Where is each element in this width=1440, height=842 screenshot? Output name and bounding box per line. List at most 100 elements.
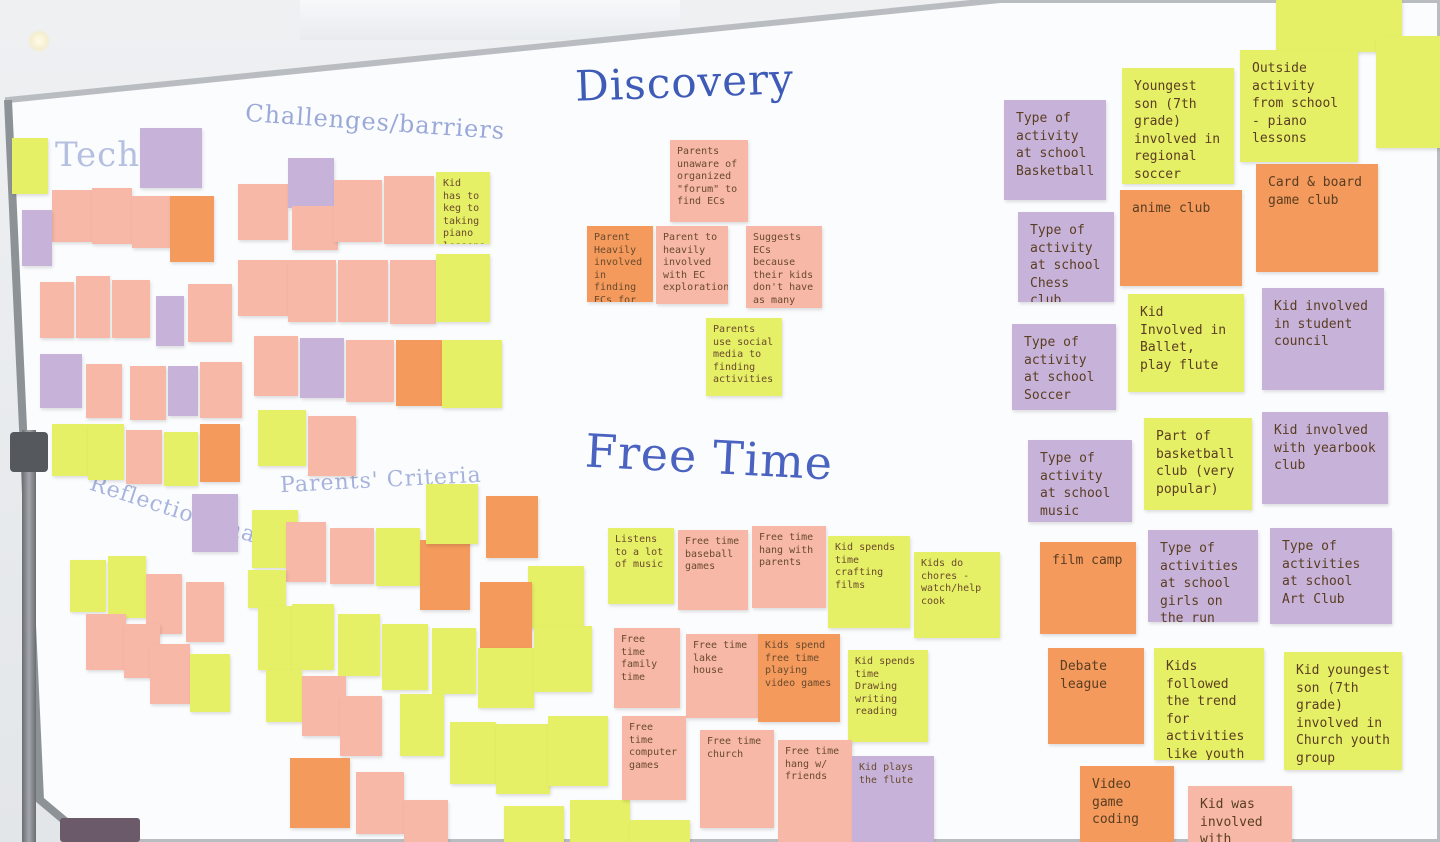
sticky-note-computer-games[interactable]: Free time computer games [622, 716, 686, 800]
sticky-note[interactable] [292, 604, 334, 670]
sticky-note[interactable] [496, 724, 550, 794]
sticky-note-family-time[interactable]: Free time family time [614, 628, 680, 708]
sticky-note[interactable] [338, 260, 388, 322]
sticky-note[interactable] [40, 354, 82, 408]
sticky-note[interactable] [400, 694, 444, 756]
sticky-note-kid-was-involved[interactable]: Kid was involved with [1188, 786, 1292, 842]
sticky-note[interactable] [288, 158, 334, 208]
sticky-note[interactable] [292, 206, 338, 250]
sticky-note[interactable] [126, 430, 162, 484]
sticky-note[interactable] [22, 210, 52, 266]
sticky-note-plays-flute[interactable]: Kid plays the flute [852, 756, 934, 842]
sticky-note[interactable] [70, 560, 106, 612]
sticky-note[interactable] [330, 528, 374, 584]
sticky-note-social-media[interactable]: Parents use social media to finding acti… [706, 318, 782, 396]
sticky-note[interactable] [570, 800, 630, 842]
sticky-note-chess-club[interactable]: Type of activity at school Chess club [1018, 212, 1114, 302]
sticky-note-drawing-writing[interactable]: Kid spends time Drawing writing reading [848, 650, 928, 742]
sticky-note[interactable] [308, 416, 356, 476]
sticky-note[interactable] [504, 806, 564, 842]
sticky-note[interactable] [346, 340, 394, 402]
sticky-note-film-camp[interactable]: film camp [1040, 542, 1136, 634]
sticky-note[interactable] [238, 260, 288, 316]
sticky-note-girls-on-the-run[interactable]: Type of activities at school girls on th… [1148, 530, 1258, 622]
sticky-note[interactable] [200, 362, 242, 418]
sticky-note[interactable] [112, 280, 150, 338]
sticky-note[interactable] [188, 284, 232, 342]
sticky-note[interactable] [164, 432, 198, 486]
sticky-note-video-game-coding[interactable]: Video game coding [1080, 766, 1174, 842]
sticky-note[interactable] [1376, 36, 1440, 148]
sticky-note-debate-league[interactable]: Debate league [1048, 648, 1144, 744]
sticky-note[interactable] [338, 614, 380, 676]
sticky-note-suggests-ecs[interactable]: Suggests ECs because their kids don't ha… [746, 226, 822, 308]
sticky-note[interactable] [88, 424, 124, 480]
sticky-note[interactable] [76, 276, 110, 338]
sticky-note[interactable] [376, 528, 420, 586]
sticky-note[interactable] [186, 582, 224, 642]
sticky-note-piano-lessons[interactable]: Outside activity from school - piano les… [1240, 50, 1358, 162]
sticky-note-crafting-films[interactable]: Kid spends time crafting films [828, 536, 910, 628]
sticky-note[interactable] [630, 820, 690, 842]
sticky-note[interactable] [190, 654, 230, 712]
sticky-note-yearbook-club[interactable]: Kid involved with yearbook club [1262, 412, 1388, 504]
sticky-note[interactable] [238, 184, 288, 240]
sticky-note[interactable] [254, 336, 298, 396]
sticky-note[interactable] [258, 606, 298, 670]
sticky-note-art-club[interactable]: Type of activities at school Art Club [1270, 528, 1392, 624]
sticky-note-music[interactable]: Listens to a lot of music [608, 528, 674, 604]
sticky-note[interactable] [442, 340, 502, 408]
sticky-note-student-council[interactable]: Kid involved in student council [1262, 288, 1384, 390]
sticky-note-hang-with-parents[interactable]: Free time hang with parents [752, 526, 826, 608]
sticky-note[interactable] [140, 128, 202, 188]
sticky-note-parent-heavily-involved[interactable]: Parent Heavily involved in finding ECs f… [587, 226, 653, 302]
sticky-note-anime-club[interactable]: anime club [1120, 190, 1242, 286]
sticky-note[interactable] [334, 180, 382, 242]
sticky-note[interactable] [290, 758, 350, 828]
sticky-note[interactable] [132, 196, 172, 248]
sticky-note-soccer[interactable]: Type of activity at school Soccer [1012, 324, 1116, 410]
sticky-note-chores[interactable]: Kids do chores - watch/help cook [914, 552, 1000, 638]
sticky-note-piano-cost[interactable]: Kid has to keg to taking piano lessons d… [436, 172, 490, 244]
sticky-note-lake-house[interactable]: Free time lake house [686, 634, 758, 718]
sticky-note-church[interactable]: Free time church [700, 730, 774, 828]
sticky-note-parent-ec-exploration[interactable]: Parent to heavily involved with EC explo… [656, 226, 728, 304]
sticky-note[interactable] [130, 366, 166, 420]
sticky-note[interactable] [390, 260, 436, 324]
sticky-note[interactable] [340, 696, 382, 756]
sticky-note-youth-group-trend[interactable]: Kids followed the trend for activities l… [1154, 648, 1264, 760]
sticky-note[interactable] [396, 340, 442, 406]
sticky-note-basketball-club[interactable]: Part of basketball club (very popular) [1144, 418, 1252, 510]
sticky-note[interactable] [266, 670, 302, 722]
sticky-note[interactable] [286, 522, 326, 582]
sticky-note[interactable] [302, 676, 346, 736]
sticky-note[interactable] [436, 254, 490, 322]
sticky-note[interactable] [200, 424, 240, 482]
sticky-note-card-board-game[interactable]: Card & board game club [1256, 164, 1378, 272]
sticky-note[interactable] [528, 566, 584, 628]
sticky-note[interactable] [248, 570, 286, 608]
sticky-note-ballet-flute[interactable]: Kid Involved in Ballet, play flute [1128, 294, 1244, 392]
sticky-note-parents-unaware[interactable]: Parents unaware of organized "forum" to … [670, 140, 748, 222]
sticky-note[interactable] [92, 188, 132, 244]
sticky-note[interactable] [404, 800, 448, 842]
sticky-note[interactable] [86, 364, 122, 418]
sticky-note[interactable] [486, 496, 538, 558]
sticky-note[interactable] [420, 540, 470, 610]
sticky-note-music-popular[interactable]: Type of activity at school music (very p… [1028, 440, 1132, 522]
sticky-note[interactable] [426, 484, 478, 544]
sticky-note[interactable] [382, 624, 428, 690]
sticky-note-church-youth-group[interactable]: Kid youngest son (7th grade) involved in… [1284, 652, 1402, 770]
sticky-note[interactable] [356, 772, 404, 834]
sticky-note[interactable] [548, 716, 608, 786]
sticky-note-regional-soccer[interactable]: Youngest son (7th grade) involved in reg… [1122, 68, 1234, 184]
sticky-note[interactable] [170, 196, 214, 262]
sticky-note[interactable] [12, 138, 48, 194]
sticky-note-video-games[interactable]: Kids spend free time playing video games [758, 634, 840, 722]
sticky-note-baseball-games[interactable]: Free time baseball games [678, 530, 748, 610]
sticky-note[interactable] [534, 626, 592, 692]
sticky-note[interactable] [150, 644, 190, 704]
sticky-note[interactable] [478, 648, 534, 708]
sticky-note[interactable] [86, 614, 126, 670]
sticky-note[interactable] [258, 410, 306, 466]
